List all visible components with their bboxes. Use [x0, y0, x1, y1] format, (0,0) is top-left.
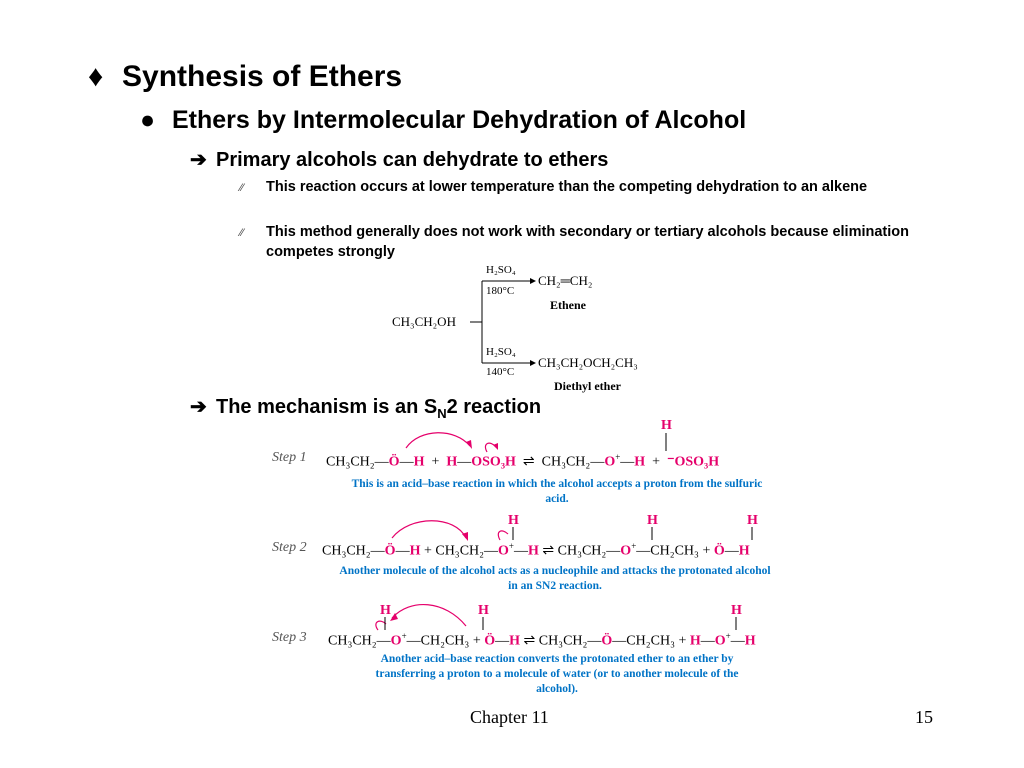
step3-p2-oxygen: O: [714, 633, 726, 649]
product-diethyl-ether: CH₃CH₂OCH₂CH₃: [538, 355, 638, 370]
arrow-bullet-icon: ➔: [190, 396, 207, 418]
step2-r2-hydrogen: H: [528, 543, 539, 559]
step2-note: Another molecule of the alcohol acts as …: [339, 565, 771, 592]
step2-equilibrium-arrow: ⇌: [542, 543, 555, 559]
mechanism-text: The mechanism is an S: [216, 396, 438, 418]
step2-r2: CH₃CH₂: [435, 543, 485, 559]
step1-plus-2: +: [652, 454, 661, 470]
step1-acid: OSO₃H: [471, 454, 516, 470]
step3-p1: CH₃CH₂: [538, 633, 588, 649]
step1-plus: +: [431, 454, 440, 470]
step3-r1-rest: CH₂CH₃: [420, 633, 470, 649]
lower-condition: 140°C: [486, 366, 515, 378]
footer-chapter: Chapter 11: [470, 707, 549, 727]
step1-label: Step 1: [272, 450, 307, 465]
diamond-bullet-icon: ♦: [88, 60, 104, 93]
step2-plus-2: +: [702, 543, 711, 559]
step1-equilibrium-arrow: ⇌: [522, 454, 535, 470]
step1-r1-hydrogen: H: [413, 454, 425, 470]
bullet-text: This reaction occurs at lower temperatur…: [266, 179, 868, 195]
step2-r2-top-hydrogen: H: [508, 513, 519, 528]
step3-plus-2: +: [678, 633, 687, 649]
step3-r2-oxygen: Ö: [484, 633, 496, 649]
step2-p1-rest: CH₂CH₃: [650, 543, 699, 559]
step3-p1-oxygen: Ö: [601, 633, 613, 649]
step2-plus: +: [423, 543, 432, 559]
step1-p2: ⁻OSO₃H: [667, 454, 720, 470]
step3-r2-top-hydrogen: H: [478, 603, 489, 618]
step2-equation: CH₃CH₂—Ö—H + CH₃CH₂—O+—H ⇌ CH₃CH₂—O+—CH₂…: [322, 541, 750, 559]
reactant-ethanol: CH₃CH₂OH: [392, 314, 456, 329]
step3-r1-oxygen: O: [390, 633, 402, 649]
upper-reagent: H₂SO₄: [486, 264, 516, 276]
step3-r1-top-hydrogen: H: [380, 603, 391, 618]
mechanism-subscript: N: [437, 406, 447, 421]
step2-p1: CH₃CH₂: [557, 543, 607, 559]
step2-label: Step 2: [272, 540, 307, 555]
step1-r1-oxygen: Ö: [388, 454, 400, 470]
sub-bullet-icon: ⁄⁄: [240, 227, 244, 239]
subtitle-text: Ethers by Intermolecular Dehydration of …: [172, 106, 747, 134]
product-ethene-name: Ethene: [550, 298, 586, 312]
step3-equilibrium-arrow: ⇌: [523, 633, 536, 649]
step2-p1-oxygen: O: [620, 543, 632, 559]
point-primary-alcohols: ➔ Primary alcohols can dehydrate to ether…: [190, 147, 608, 172]
disc-bullet-icon: ●: [140, 106, 156, 134]
slide-subtitle: ● Ethers by Intermolecular Dehydration of…: [140, 106, 746, 135]
bullet-lower-temperature: ⁄⁄ This reaction occurs at lower tempera…: [240, 177, 940, 197]
sub-bullet-icon: ⁄⁄: [240, 182, 244, 194]
step2-r2-oxygen: O: [498, 543, 509, 559]
product-ethene: CH₂═CH₂: [538, 273, 593, 288]
step3-equation: CH₃CH₂—O+—CH₂CH₃ + Ö—H ⇌ CH₃CH₂—Ö—CH₂CH₃…: [328, 631, 756, 649]
step2-r1-hydrogen: H: [409, 543, 421, 559]
step3-r1-charge: +: [401, 631, 407, 641]
step3-p2-charge: +: [725, 631, 731, 641]
step3-plus: +: [472, 633, 481, 649]
step3-note: Another acid–base reaction converts the …: [375, 653, 739, 695]
step3-r2-hydrogen: H: [509, 633, 520, 649]
step2-r1-oxygen: Ö: [384, 543, 396, 559]
step2-r1: CH₃CH₂: [322, 543, 371, 559]
step3-r1: CH₃CH₂: [328, 633, 377, 649]
step1-note: This is an acid–base reaction in which t…: [351, 478, 763, 505]
product-diethyl-ether-name: Diethyl ether: [554, 379, 621, 393]
step3-p2-hydrogen: H: [689, 633, 701, 649]
step1-p1-oxygen: O: [604, 454, 616, 470]
lower-reagent: H₂SO₄: [486, 346, 516, 358]
step3-p2-top-hydrogen: H: [731, 603, 742, 618]
step2-p2-top-hydrogen: H: [747, 513, 758, 528]
step2-p1-charge: +: [631, 541, 637, 551]
step1-p1: CH₃CH₂: [541, 454, 591, 470]
bullet-secondary-tertiary: ⁄⁄ This method generally does not work w…: [240, 222, 940, 262]
step2-p1-top-hydrogen: H: [647, 513, 658, 528]
step1-top-hydrogen: H: [661, 418, 672, 433]
step2-r2-charge: +: [508, 541, 514, 551]
footer-page-number: 15: [915, 707, 933, 727]
step1-r1: CH₃CH₂: [326, 454, 375, 470]
step1-p1-charge: +: [615, 452, 621, 462]
bullet-text: This method generally does not work with…: [266, 224, 909, 260]
step3-p1-rest: CH₂CH₃: [626, 633, 675, 649]
step1-p1-hydrogen: H: [634, 454, 646, 470]
slide-title: ♦ Synthesis of Ethers: [88, 60, 402, 94]
step2-p2-hydrogen: H: [738, 543, 750, 559]
step3-p2-rest: H: [744, 633, 756, 649]
upper-condition: 180°C: [486, 285, 515, 297]
step1-equation: CH₃CH₂—Ö—H + H—OSO₃H ⇌ CH₃CH₂—O+—H + ⁻OS…: [326, 452, 720, 470]
point-text: Primary alcohols can dehydrate to ethers: [216, 149, 609, 171]
mechanism-text-end: 2 reaction: [446, 396, 542, 418]
arrow-bullet-icon: ➔: [190, 149, 207, 171]
step2-p2-oxygen: Ö: [713, 543, 725, 559]
step1-acid-hydrogen: H: [446, 454, 458, 470]
step3-label: Step 3: [272, 630, 307, 645]
title-text: Synthesis of Ethers: [122, 60, 403, 93]
point-mechanism: ➔ The mechanism is an SN2 reaction: [190, 394, 541, 421]
